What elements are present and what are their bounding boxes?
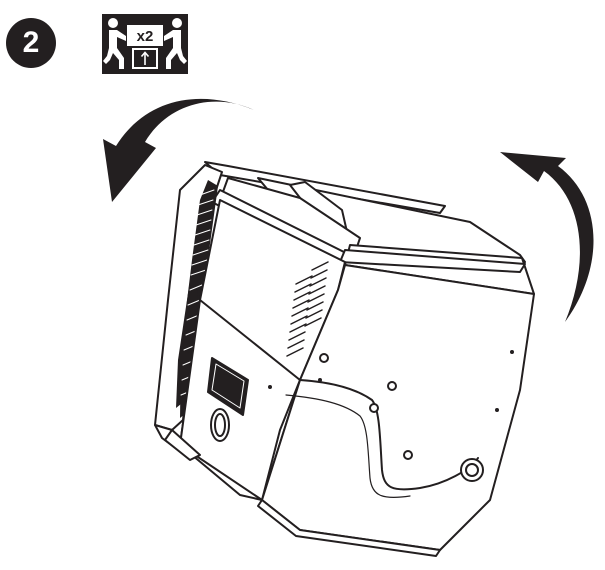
left-rotation-arrow-icon [103,98,254,202]
right-rotation-arrow-icon [500,152,594,322]
lift-multiplier-label: x2 [137,28,154,45]
enclosure-illustration [154,161,535,557]
step-number: 2 [22,26,40,59]
two-person-lift-icon: x2 [102,14,188,74]
step-number-badge: 2 [6,18,56,68]
